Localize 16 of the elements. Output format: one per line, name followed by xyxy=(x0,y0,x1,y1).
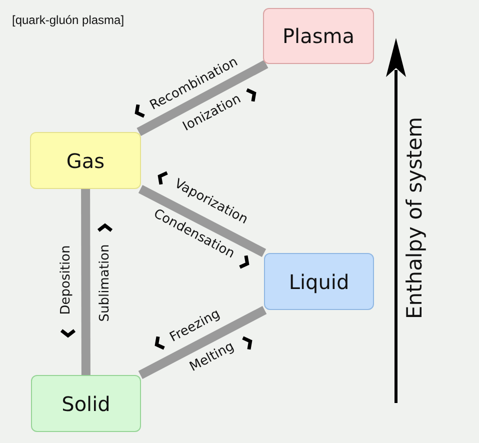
state-label: Liquid xyxy=(288,272,350,292)
connector-line xyxy=(81,188,90,376)
process-label: Deposition xyxy=(60,245,72,315)
process-label: Sublimation xyxy=(98,244,112,322)
state-label: Solid xyxy=(62,394,110,414)
state-box xyxy=(30,132,141,189)
state-label: Plasma xyxy=(282,26,355,46)
note-label: [quark-gluón plasma] xyxy=(12,14,124,26)
connector-line xyxy=(136,60,268,136)
connector-line xyxy=(138,185,266,257)
state-box xyxy=(264,253,374,310)
state-label: Gas xyxy=(66,150,105,170)
state-box xyxy=(263,8,374,64)
connector-line xyxy=(138,306,267,379)
axis-label: Enthalpy of system xyxy=(404,116,426,320)
state-box xyxy=(31,375,141,432)
